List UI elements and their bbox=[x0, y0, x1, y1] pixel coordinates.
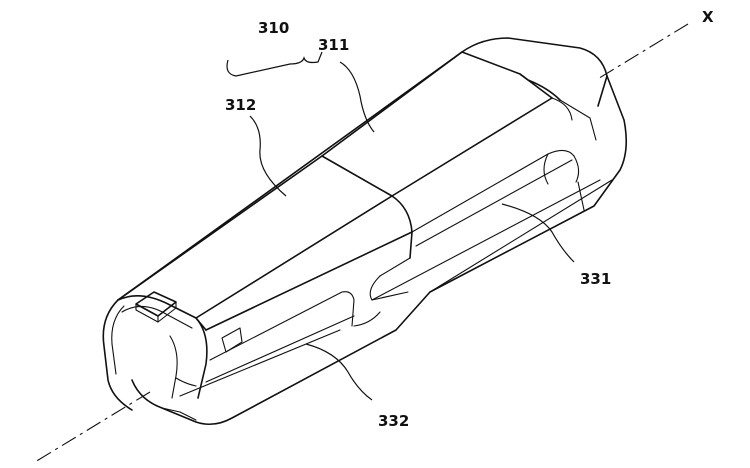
lower-cover-312 bbox=[117, 155, 413, 331]
leader-311 bbox=[339, 61, 375, 133]
label-331: 331 bbox=[580, 270, 611, 288]
upper-cover-311 bbox=[321, 51, 597, 197]
axis-label: X bbox=[702, 8, 714, 26]
device-body bbox=[102, 37, 628, 426]
label-312: 312 bbox=[225, 96, 256, 114]
leader-lines bbox=[226, 51, 575, 401]
group-bracket bbox=[226, 51, 323, 77]
leader-331 bbox=[501, 203, 575, 263]
label-332: 332 bbox=[378, 412, 409, 430]
side-parts bbox=[161, 149, 613, 421]
label-311: 311 bbox=[318, 36, 349, 54]
leader-312 bbox=[249, 115, 287, 197]
leader-332 bbox=[305, 343, 373, 401]
center-axis bbox=[34, 23, 689, 463]
label-310: 310 bbox=[258, 19, 289, 37]
